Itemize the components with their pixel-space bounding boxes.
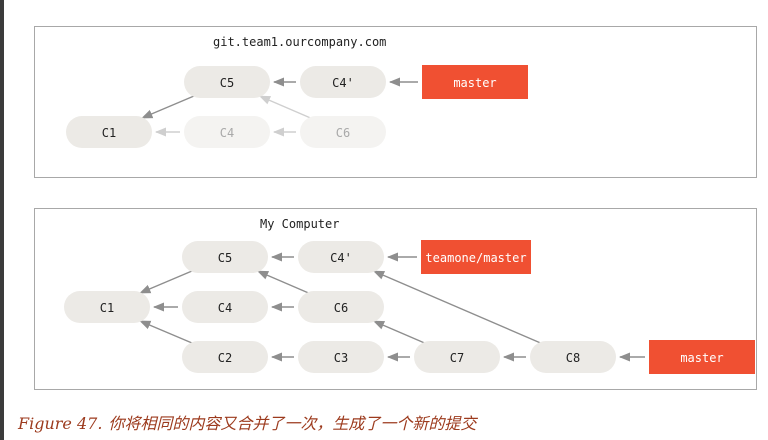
local-commit-c3: C3 [298,341,384,373]
commit-label: C4' [330,251,352,265]
page-edge-strip [0,0,4,440]
branch-label-box [422,65,528,99]
commit-node-shape [184,66,270,98]
commit-label: C6 [334,301,348,315]
local-branch-master: master [649,340,755,374]
commit-node-shape [66,116,152,148]
remote-commit-c4: C4 [184,116,270,148]
local-commit-c8: C8 [530,341,616,373]
local-edge-c6-to-c5 [256,270,309,294]
figure-number: Figure 47. [18,414,103,433]
local-commit-c6: C6 [298,291,384,323]
commit-label: C8 [566,351,580,365]
commit-label: C5 [220,76,234,90]
local-branch-teamone-master: teamone/master [421,240,531,274]
branch-label-text: master [453,76,496,90]
local-edge-c7-to-c6 [372,320,425,344]
branch-label-text: master [680,351,723,365]
branch-label-box [421,240,531,274]
commit-node-shape [298,341,384,373]
commit-node-shape [414,341,500,373]
commit-label: C2 [218,351,232,365]
commit-label: C3 [334,351,348,365]
commit-node-shape [298,291,384,323]
commit-label: C4 [218,301,232,315]
local-commit-c4: C4 [182,291,268,323]
remote-repo-panel: git.team1.ourcompany.com [34,26,757,178]
local-repo-title: My Computer [260,217,340,231]
commit-node-shape [530,341,616,373]
local-commit-c2: C2 [182,341,268,373]
local-edge-c5-to-c1 [139,270,192,294]
commit-node-shape [182,341,268,373]
local-commit-c7: C7 [414,341,500,373]
local-edge-c8-to-c4 [372,270,541,344]
commit-label: C4 [220,126,234,140]
commit-label: C4' [332,76,354,90]
local-edge-c2-to-c1 [139,320,192,344]
commit-label: C1 [102,126,116,140]
commit-node-shape [184,116,270,148]
figure-caption: Figure 47. 你将相同的内容又合并了一次，生成了一个新的提交 [18,410,476,434]
remote-edge-c6-to-c5 [258,95,311,119]
local-commit-c5: C5 [182,241,268,273]
remote-edge-c5-to-c1 [141,95,194,119]
figure-caption-text: 你将相同的内容又合并了一次，生成了一个新的提交 [108,414,477,433]
remote-commit-c6: C6 [300,116,386,148]
commit-label: C1 [100,301,114,315]
remote-branch-master: master [422,65,528,99]
commit-label: C5 [218,251,232,265]
branch-label-text: teamone/master [425,251,526,265]
commit-node-shape [300,66,386,98]
remote-repo-title: git.team1.ourcompany.com [213,35,387,49]
commit-node-shape [298,241,384,273]
remote-commit-c1: C1 [66,116,152,148]
remote-commit-c4: C4' [300,66,386,98]
remote-commit-c5: C5 [184,66,270,98]
commit-label: C6 [336,126,350,140]
commit-node-shape [182,241,268,273]
commit-label: C7 [450,351,464,365]
commit-node-shape [300,116,386,148]
commit-node-shape [64,291,150,323]
local-commit-c4: C4' [298,241,384,273]
branch-label-box [649,340,755,374]
local-commit-c1: C1 [64,291,150,323]
commit-node-shape [182,291,268,323]
